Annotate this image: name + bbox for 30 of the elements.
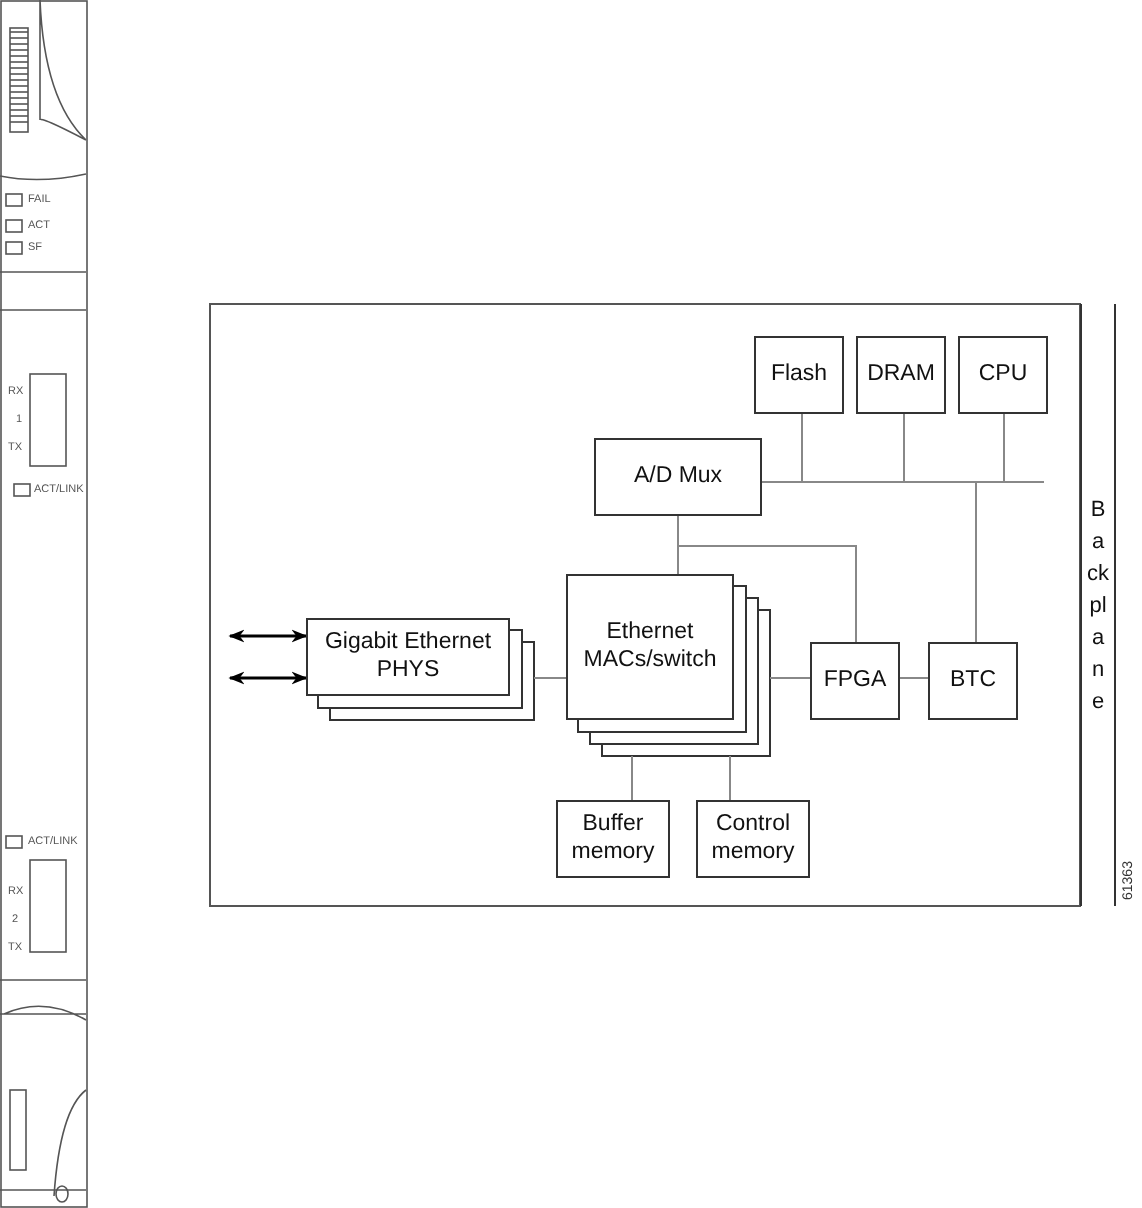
block-label: Backplane bbox=[1087, 495, 1109, 717]
block-label: Ethernet MACs/switch bbox=[581, 619, 719, 675]
block-label: Control memory bbox=[709, 811, 797, 867]
block-box bbox=[594, 438, 762, 516]
block-box bbox=[556, 800, 670, 878]
connector-line bbox=[677, 515, 857, 643]
block-box bbox=[306, 618, 510, 696]
block-label: Buffer memory bbox=[569, 811, 657, 867]
block-label: CPU bbox=[978, 361, 1028, 389]
connector-line bbox=[533, 677, 567, 679]
block-box bbox=[856, 336, 946, 414]
connector-line bbox=[729, 755, 731, 801]
connector-line bbox=[761, 481, 1045, 483]
connector-line bbox=[631, 755, 633, 801]
double-arrow bbox=[228, 671, 308, 685]
connector-line bbox=[769, 677, 811, 679]
block-box bbox=[810, 642, 900, 720]
block-label: DRAM bbox=[867, 361, 935, 389]
block-label: FPGA bbox=[823, 667, 887, 695]
block-box bbox=[958, 336, 1048, 414]
block-box bbox=[566, 574, 734, 720]
block-box bbox=[696, 800, 810, 878]
block-label: A/D Mux bbox=[633, 463, 723, 491]
double-arrow bbox=[228, 629, 308, 643]
block-label: Flash bbox=[770, 361, 828, 389]
block-label: BTC bbox=[950, 667, 996, 695]
block-label: Gigabit Ethernet PHYS bbox=[322, 629, 494, 685]
block-box bbox=[754, 336, 844, 414]
block-box bbox=[928, 642, 1018, 720]
connector-line bbox=[899, 677, 929, 679]
